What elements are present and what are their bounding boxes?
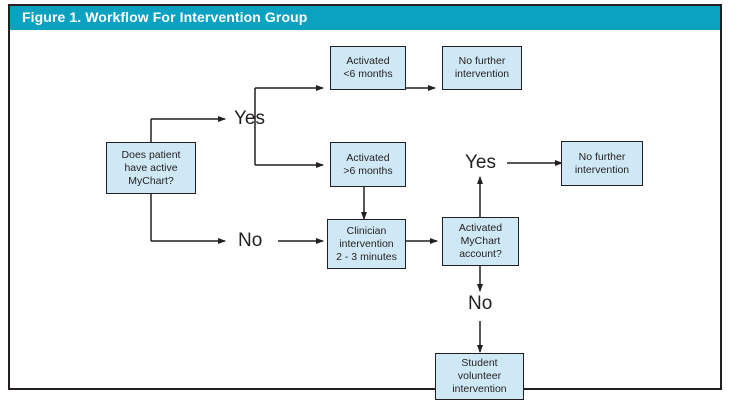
node-line: intervention	[574, 163, 630, 176]
node-line: >6 months	[343, 164, 393, 177]
node-line: Student	[461, 357, 498, 369]
figure-frame: Figure 1. Workflow For Intervention Grou…	[8, 4, 722, 400]
node-line: account?	[459, 248, 502, 260]
branch-label-no-right: No	[468, 293, 493, 314]
node-line: Activated	[346, 55, 390, 67]
node-line: No further	[458, 55, 506, 67]
node-line: volunteer	[457, 370, 502, 382]
node-line: intervention	[339, 237, 394, 250]
figure-header-bar: Figure 1. Workflow For Intervention Grou…	[10, 6, 720, 30]
flowchart-canvas: Does patient have active MyChart? Activa…	[10, 30, 720, 400]
node-activated-lt-6-months[interactable]: Activated <6 months	[330, 46, 406, 90]
node-line: <6 months	[343, 68, 393, 80]
node-line: Clinician	[346, 224, 387, 237]
branch-label-yes-right: Yes	[465, 152, 496, 173]
node-line: No further	[578, 150, 626, 163]
node-no-further-intervention-right[interactable]: No further intervention	[561, 141, 643, 186]
figure-title: Figure 1. Workflow For Intervention Grou…	[22, 9, 308, 25]
node-line: Activated	[346, 151, 390, 164]
node-student-volunteer-intervention[interactable]: Student volunteer intervention	[435, 353, 524, 400]
node-line: intervention	[452, 383, 507, 395]
node-no-further-intervention-top[interactable]: No further intervention	[442, 46, 522, 90]
node-line: have active	[124, 161, 178, 174]
node-line: 2 - 3 minutes	[336, 250, 397, 263]
node-line: MyChart?	[128, 174, 174, 187]
node-activated-gt-6-months[interactable]: Activated >6 months	[330, 142, 406, 187]
branch-label-no-left: No	[238, 230, 263, 251]
node-clinician-intervention[interactable]: Clinician intervention 2 - 3 minutes	[327, 219, 406, 269]
node-activated-mychart-account[interactable]: Activated MyChart account?	[442, 217, 519, 266]
node-line: Activated	[458, 222, 503, 234]
node-does-patient-have-active-mychart[interactable]: Does patient have active MyChart?	[106, 142, 196, 194]
node-line: Does patient	[121, 148, 181, 161]
node-line: MyChart	[460, 235, 501, 247]
flowchart-connectors	[150, 85, 563, 353]
branch-label-yes-left: Yes	[234, 108, 265, 129]
node-line: intervention	[454, 68, 510, 80]
